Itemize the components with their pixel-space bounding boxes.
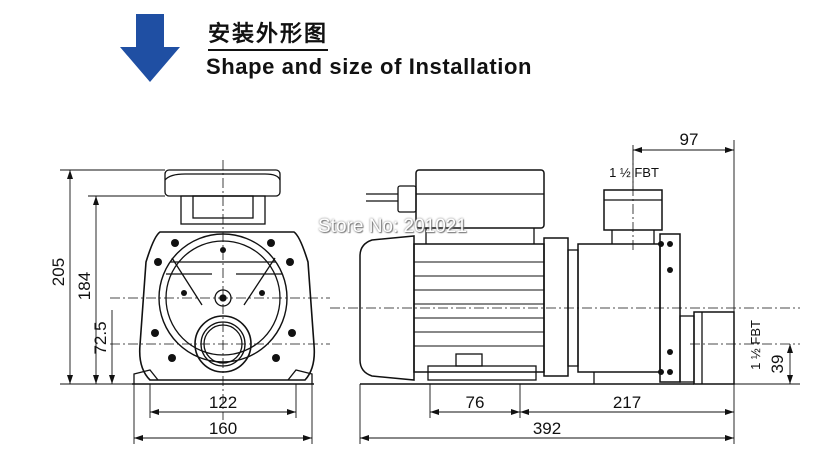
dim-160: 160	[209, 419, 237, 438]
dim-184: 184	[75, 272, 94, 300]
label-outlet-thread: 1 ½ FBT	[609, 165, 659, 180]
front-view	[60, 160, 330, 444]
down-arrow-icon	[120, 14, 180, 82]
dim-76: 76	[466, 393, 485, 412]
label-inlet-thread: 1 ½ FBT	[748, 320, 763, 370]
dim-217: 217	[613, 393, 641, 412]
dim-205: 205	[49, 258, 68, 286]
title-chinese: 安装外形图	[208, 22, 329, 51]
dim-122: 122	[209, 393, 237, 412]
dim-39: 39	[768, 355, 787, 374]
side-view	[330, 140, 800, 444]
watermark: Store No: 201021	[318, 216, 467, 237]
dim-72-5: 72.5	[91, 321, 110, 354]
dim-97: 97	[680, 130, 699, 149]
dim-392: 392	[533, 419, 561, 438]
title-english: Shape and size of Installation	[206, 54, 533, 79]
